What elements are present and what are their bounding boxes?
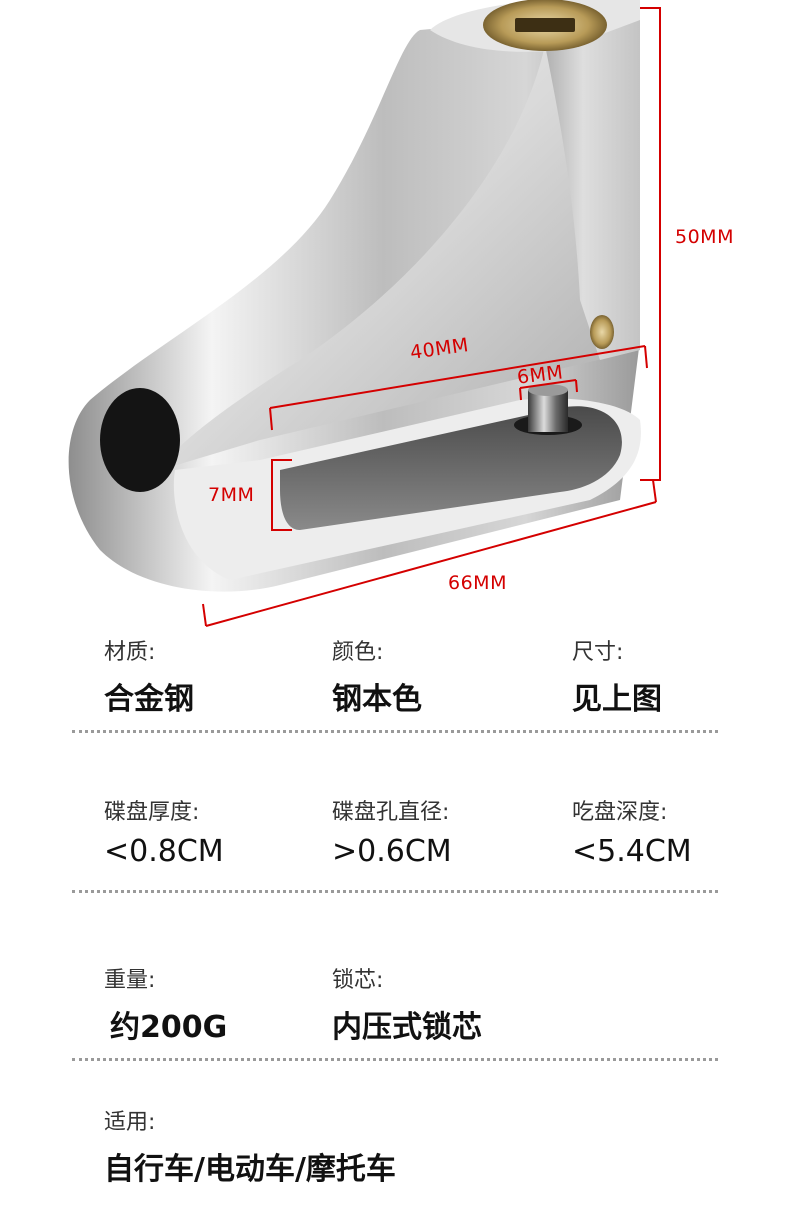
spec-depth-value: <5.4CM xyxy=(572,834,692,869)
spec-size-value: 见上图 xyxy=(572,682,662,717)
spec-disc-thickness-value: <0.8CM xyxy=(104,834,224,869)
dimension-width-label: 66MM xyxy=(448,572,507,594)
side-hole xyxy=(100,388,180,492)
spec-applicable-label: 适用: xyxy=(104,1110,156,1135)
spec-weight-label: 重量: xyxy=(104,968,156,993)
spec-disc-hole-value: >0.6CM xyxy=(332,834,452,869)
spec-lock-core-label: 锁芯: xyxy=(332,968,384,993)
divider xyxy=(72,890,718,893)
spec-row-4: 适用: 自行车/电动车/摩托车 xyxy=(0,1100,790,1200)
spec-color-label: 颜色: xyxy=(332,640,384,665)
product-figure: 50MM 40MM 6MM 7MM 66MM xyxy=(68,0,734,627)
dimension-lines xyxy=(202,7,661,627)
dimension-slot-label: 7MM xyxy=(208,484,255,506)
divider xyxy=(72,730,718,733)
spec-weight-value: 约200G xyxy=(110,1010,228,1045)
spec-row-1: 材质: 合金钢 颜色: 钢本色 尺寸: 见上图 xyxy=(0,630,790,740)
disc-slot xyxy=(280,406,622,530)
spec-material-value: 合金钢 xyxy=(104,682,194,717)
spec-lock-core-value: 内压式锁芯 xyxy=(332,1010,482,1045)
spec-disc-hole-label: 碟盘孔直径: xyxy=(332,800,450,825)
spec-applicable-value: 自行车/电动车/摩托车 xyxy=(104,1152,396,1187)
spec-size-label: 尺寸: xyxy=(572,640,624,665)
dimension-height-label: 50MM xyxy=(675,226,734,248)
spec-depth-label: 吃盘深度: xyxy=(572,800,668,825)
spec-disc-thickness-label: 碟盘厚度: xyxy=(104,800,200,825)
spec-row-2: 碟盘厚度: <0.8CM 碟盘孔直径: >0.6CM 吃盘深度: <5.4CM xyxy=(0,790,790,900)
locking-pin xyxy=(528,390,568,432)
spec-color-value: 钢本色 xyxy=(332,682,422,717)
disc-lock-image xyxy=(68,0,661,627)
spec-material-label: 材质: xyxy=(104,640,156,665)
spec-row-3: 重量: 约200G 锁芯: 内压式锁芯 xyxy=(0,958,790,1068)
divider xyxy=(72,1058,718,1061)
